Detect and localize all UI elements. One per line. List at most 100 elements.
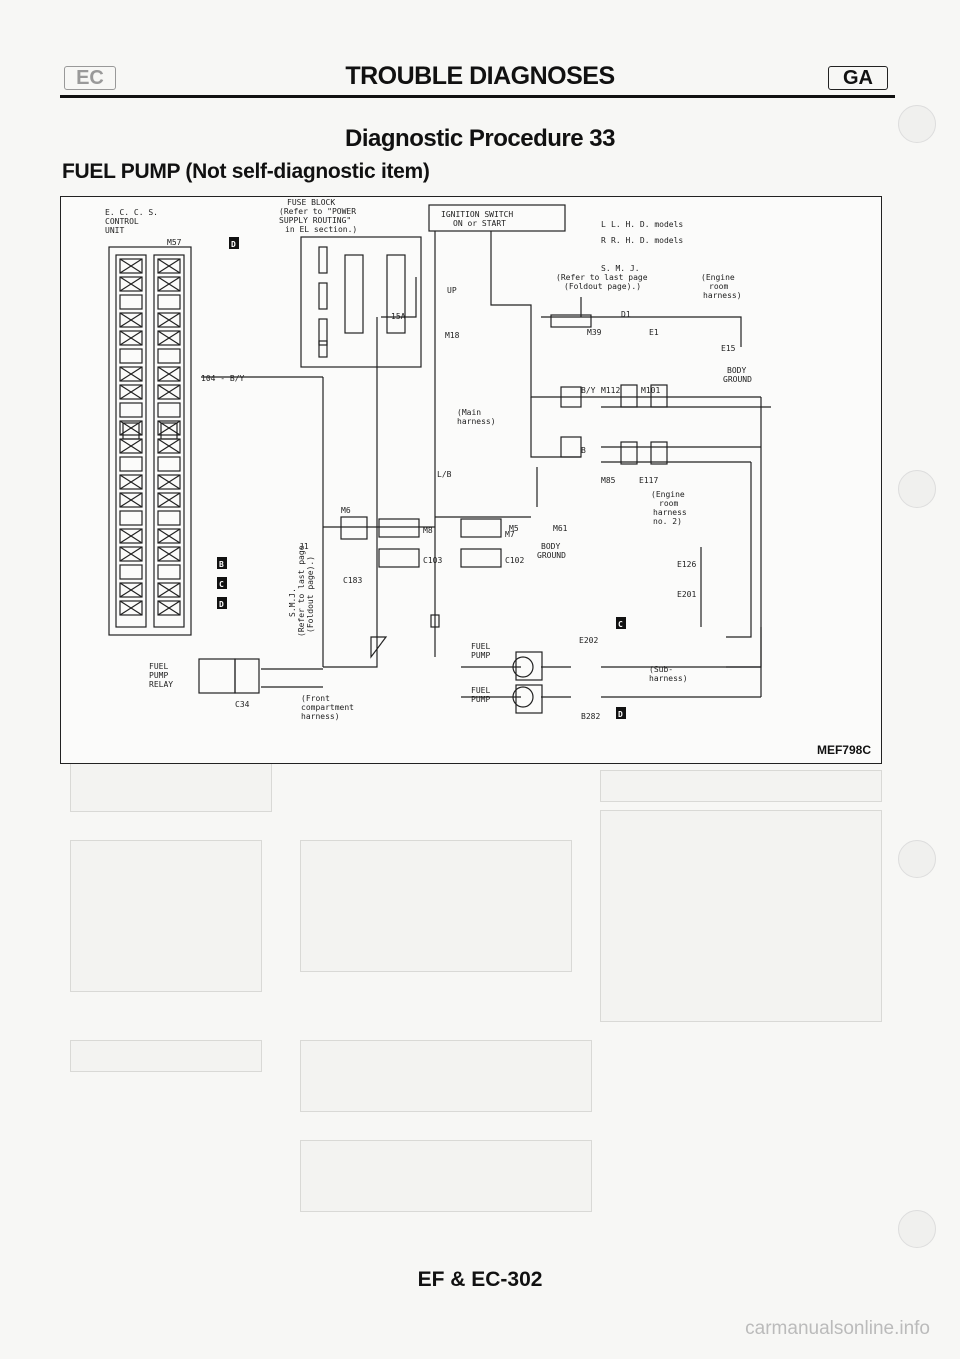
ecm-terminal-cell: [119, 492, 143, 508]
figure-code: MEF798C: [816, 743, 871, 757]
connector-m7: M7: [505, 530, 515, 539]
ecm-terminal-cross: [119, 366, 143, 382]
ecm-terminal-cell: [119, 402, 143, 418]
ecm-terminal-cell: [157, 546, 181, 562]
ecm-terminal-cross: [119, 384, 143, 400]
connector-code-d1: D1: [621, 310, 631, 319]
ecm-terminal-cell: [157, 474, 181, 490]
smj-vertical-label: (Refer to last page: [297, 545, 306, 637]
up-label: UP: [447, 286, 457, 295]
connector-e201: E201: [677, 590, 696, 599]
ecm-terminal-cell: [119, 546, 143, 562]
ecm-terminal-cross: [157, 366, 181, 382]
fuel-pump-label: PUMP: [471, 651, 490, 660]
engine-room-harness-2-label: room: [659, 499, 678, 508]
connector-m8: M8: [423, 526, 433, 535]
connector-b282: B282: [581, 712, 600, 721]
ecm-terminal-cell: [157, 600, 181, 616]
fuel-pump-relay-label: PUMP: [149, 671, 168, 680]
engine-room-harness-label: room: [709, 282, 728, 291]
front-compartment-harness-label: compartment: [301, 703, 354, 712]
engine-room-harness-2-label: harness: [653, 508, 687, 517]
callout-d-3: D: [618, 710, 623, 719]
ecm-terminal-cross: [157, 528, 181, 544]
ecm-terminal-cell: [119, 510, 143, 526]
bleed-through-box: [70, 840, 262, 992]
ecm-terminal-cross: [157, 384, 181, 400]
binder-hole: [898, 840, 936, 878]
section-title: FUEL PUMP (Not self-diagnostic item): [62, 160, 430, 183]
bleed-through-box: [70, 1040, 262, 1072]
connector-c34: C34: [235, 700, 250, 709]
ecm-terminal-cross: [119, 312, 143, 328]
ecm-terminal-cell: [119, 474, 143, 490]
smj-label: (Refer to last page: [556, 273, 648, 282]
sub-harness-label: harness): [649, 674, 688, 683]
ecm-terminal-cross: [157, 438, 181, 454]
body-ground-label: GROUND: [723, 375, 752, 384]
ecm-terminal-cross: [119, 474, 143, 490]
connector-m6: M6: [341, 506, 351, 515]
watermark: carmanualsonline.info: [745, 1318, 930, 1339]
connector-m18: M18: [445, 331, 460, 340]
connector-m61: M61: [553, 524, 568, 533]
ecm-terminal-cell: [119, 330, 143, 346]
connector-e117: E117: [639, 476, 658, 485]
ecm-terminal-cell: [157, 348, 181, 364]
header-rule: [60, 95, 895, 98]
ecm-label-line: UNIT: [105, 226, 124, 235]
ecm-terminal-cross: [157, 276, 181, 292]
callout-d: D: [231, 240, 236, 249]
fuel-pump-relay-label: RELAY: [149, 680, 173, 689]
ecm-terminal-cross: [157, 546, 181, 562]
smj-label: (Foldout page).): [564, 282, 641, 291]
connector-m101: M101: [641, 386, 660, 395]
main-harness-label: harness): [457, 417, 496, 426]
engine-room-harness-2-label: (Engine: [651, 490, 685, 499]
ecm-label-line: E. C. C. S.: [105, 208, 158, 217]
connector-c103: C103: [423, 556, 442, 565]
ecm-terminal-cell: [119, 258, 143, 274]
section-tag-right: GA: [828, 66, 888, 90]
binder-hole: [898, 1210, 936, 1248]
ecm-terminal-cell: [157, 294, 181, 310]
ecm-terminal-cross: [157, 312, 181, 328]
sub-harness-label: (Sub-: [649, 665, 673, 674]
body-ground-label: BODY: [541, 542, 560, 551]
lhd-legend: L. H. D. models: [611, 220, 683, 229]
engine-room-harness-label: harness): [703, 291, 742, 300]
smj-label: S. M. J.: [601, 264, 640, 273]
connector-c102: C102: [505, 556, 524, 565]
ecm-terminal-cell: [157, 492, 181, 508]
connector-c183: C183: [343, 576, 362, 585]
callout-d-2: D: [219, 600, 224, 609]
procedure-title: Diagnostic Procedure 33: [345, 125, 615, 152]
fuel-pump-label: FUEL: [471, 642, 490, 651]
connector-m5: M5: [509, 524, 519, 533]
body-ground-label: BODY: [727, 366, 746, 375]
ecm-terminal-cross: [157, 258, 181, 274]
ecm-terminal-cell: [119, 564, 143, 580]
binder-hole: [898, 470, 936, 508]
fuel-pump-label: FUEL: [471, 686, 490, 695]
connector-m85: M85: [601, 476, 616, 485]
front-compartment-harness-label: harness): [301, 712, 340, 721]
ecm-terminal-cell: [119, 348, 143, 364]
ecm-terminal-cell: [157, 258, 181, 274]
smj-vertical-label: (Foldout page).): [306, 556, 315, 633]
main-harness-label: (Main: [457, 408, 481, 417]
ecm-terminal-cross: [119, 528, 143, 544]
connector-m57: M57: [167, 238, 182, 247]
binder-hole: [898, 105, 936, 143]
section-tag-left: EC: [64, 66, 116, 90]
connector-e1: E1: [649, 328, 659, 337]
wiring-diagram: E. C. C. S. CONTROL UNIT M57 FUSE BLOCK …: [60, 196, 882, 764]
ecm-terminal-cross: [157, 492, 181, 508]
lhd-symbol: L: [601, 220, 606, 229]
connector-e15: E15: [721, 344, 736, 353]
ecm-terminal-cell: [119, 600, 143, 616]
bleed-through-box: [300, 1040, 592, 1112]
callout-b: B: [219, 560, 224, 569]
ecm-terminal-cell: [157, 312, 181, 328]
wire-label: B: [581, 446, 586, 455]
